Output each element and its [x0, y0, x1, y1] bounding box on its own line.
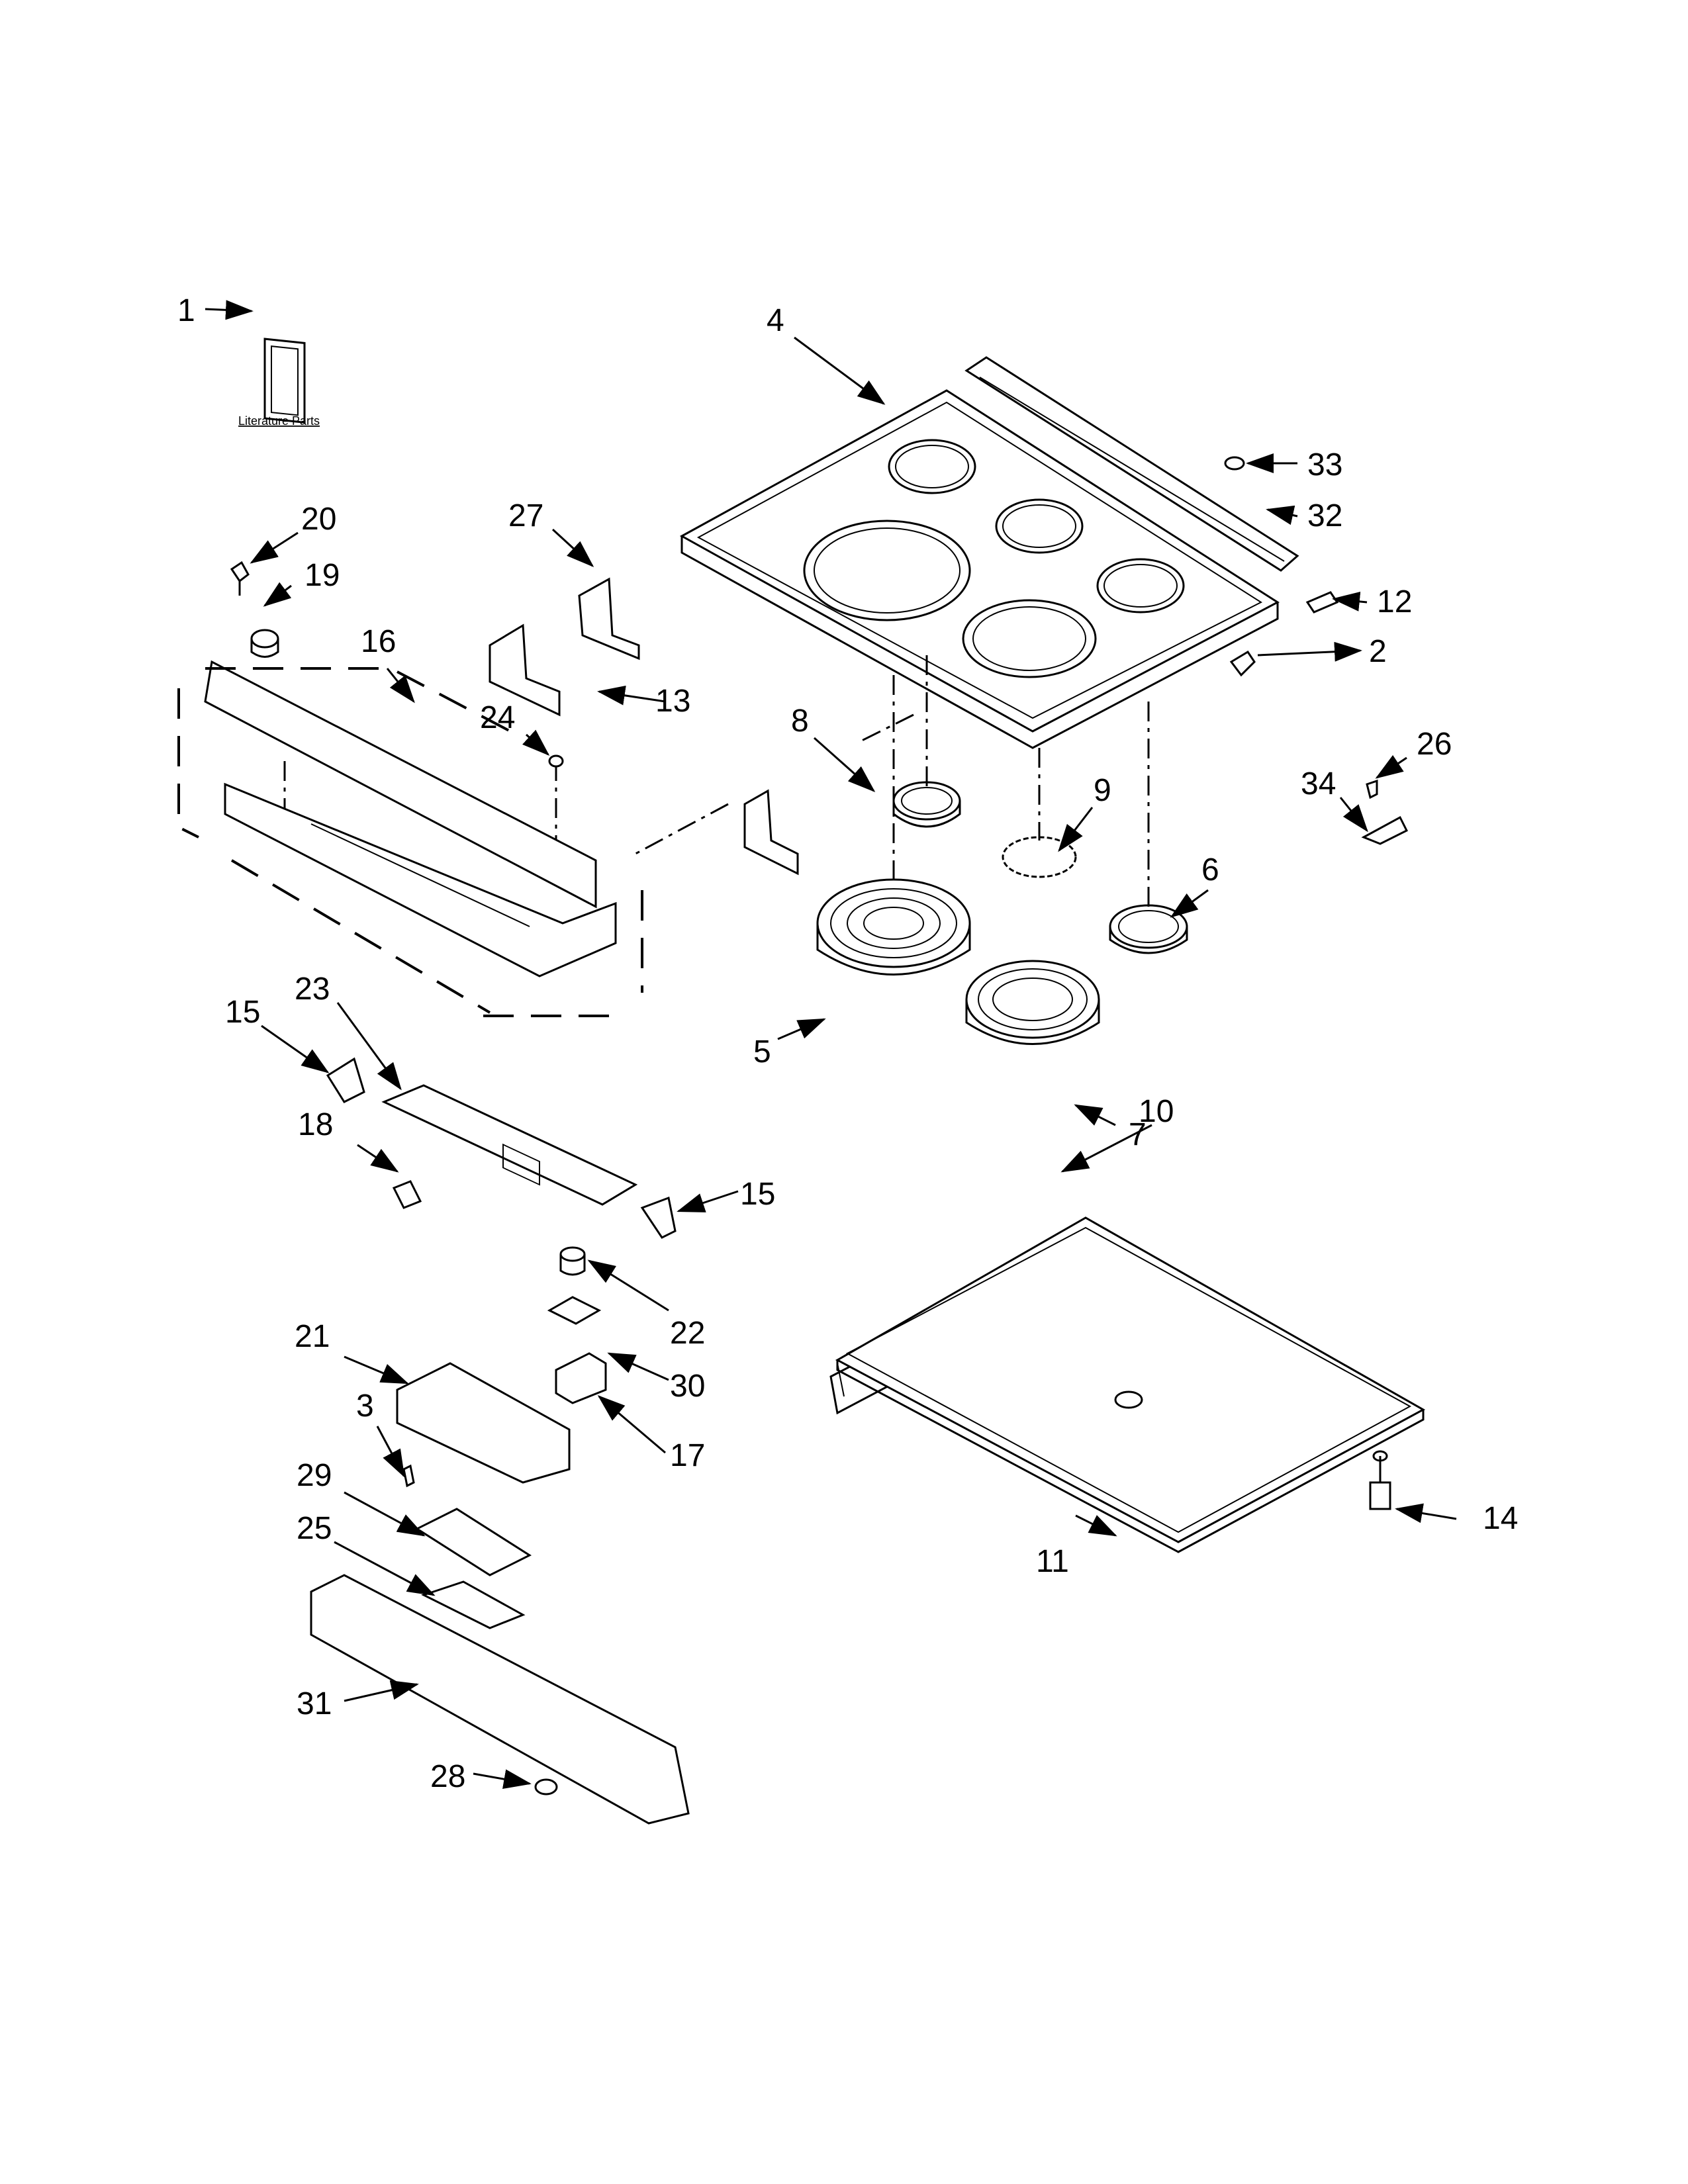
callout-13: 13	[655, 684, 690, 719]
callout-30: 30	[670, 1369, 705, 1404]
callout-28: 28	[430, 1759, 465, 1794]
cooktop-glass	[679, 389, 1280, 749]
surface-elements	[816, 781, 1188, 1045]
base-pan	[829, 1216, 1426, 1553]
callout-18: 18	[298, 1107, 333, 1142]
callout-31: 31	[297, 1686, 332, 1721]
callout-24: 24	[480, 700, 515, 735]
callout-3: 3	[356, 1388, 374, 1424]
control-panel	[177, 561, 643, 1017]
assembly-lines	[283, 655, 1150, 907]
callout-11: 11	[1036, 1544, 1069, 1579]
callout-25: 25	[297, 1511, 332, 1546]
callout-22: 22	[670, 1316, 705, 1351]
callout-1: 1	[177, 293, 195, 328]
callout-numbers: 1 2 3 4 5 6 7 8 9 10 11 12 13 14 15 15 1…	[177, 293, 1518, 1794]
callout-23: 23	[295, 972, 330, 1007]
callout-21: 21	[295, 1319, 330, 1354]
callout-29: 29	[297, 1458, 332, 1493]
small-hardware	[1224, 456, 1409, 845]
callout-15-right: 15	[740, 1177, 775, 1212]
callout-5: 5	[753, 1034, 771, 1069]
callout-6: 6	[1201, 852, 1219, 887]
callout-17: 17	[670, 1438, 705, 1473]
literature-parts: Literature Parts	[238, 338, 320, 428]
callout-4: 4	[767, 303, 784, 338]
callout-33: 33	[1307, 447, 1342, 482]
callout-12: 12	[1377, 584, 1412, 619]
callout-15-left: 15	[225, 995, 260, 1030]
callout-26: 26	[1417, 727, 1452, 762]
callout-14: 14	[1483, 1501, 1518, 1536]
callout-20: 20	[301, 502, 336, 537]
callout-34: 34	[1301, 766, 1336, 801]
literature-parts-label: Literature Parts	[238, 414, 320, 428]
callout-7: 7	[1129, 1117, 1147, 1152]
callout-16: 16	[361, 624, 396, 659]
callout-32: 32	[1307, 498, 1342, 533]
control-components	[310, 1057, 690, 1825]
callout-9: 9	[1094, 773, 1111, 808]
callout-19: 19	[305, 558, 340, 593]
callout-8: 8	[791, 704, 809, 739]
leader-lines	[205, 300, 1457, 1789]
side-brackets	[489, 577, 799, 876]
rear-trim	[964, 356, 1299, 572]
callout-27: 27	[508, 498, 543, 533]
callout-10: 10	[1139, 1094, 1174, 1129]
callout-2: 2	[1369, 634, 1387, 669]
